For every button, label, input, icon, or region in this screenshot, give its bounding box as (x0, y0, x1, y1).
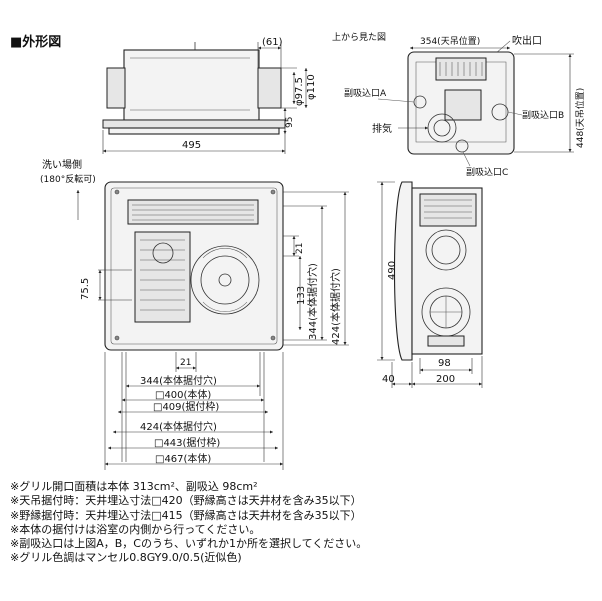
dim-21b: 21 (180, 358, 191, 368)
side-view: 490 98 40 200 (377, 181, 483, 388)
dim-424h: 424(本体据付穴) (140, 420, 217, 433)
bottom-view: 洗い場側 (180°反転可) 75.5 21 133 344(本体据付穴) 42… (40, 158, 349, 470)
label-354: 354(天吊位置) (420, 35, 480, 47)
label-outlet: 吹出口 (512, 34, 542, 47)
dim-400: □400(本体) (155, 388, 211, 401)
dim-467: □467(本体) (155, 452, 211, 465)
top-view: 上から見た図 354(天吊位置) 吹出口 副吸込口A 排気 副吸込口B 副吸込口… (332, 32, 586, 178)
label-sub-b: 副吸込口B (522, 110, 564, 121)
dim-344v: 344(本体据付穴) (306, 263, 319, 340)
label-wash-side: 洗い場側 (42, 158, 82, 171)
dim-200: 200 (436, 374, 455, 385)
dim-75: 75.5 (80, 278, 91, 300)
label-top-view: 上から見た図 (332, 32, 386, 43)
dim-98: 98 (438, 358, 451, 369)
note-6: ※グリル色調はマンセル0.8GY9.0/0.5(近似色) (10, 551, 242, 565)
note-5: ※副吸込口は上図A，B，Cのうち、いずれか1か所を選択してください。 (10, 537, 368, 551)
dim-phi110: φ110 (306, 74, 317, 100)
section-title: ■外形図 (10, 34, 61, 50)
dim-424v: 424(本体据付穴) (329, 268, 342, 345)
dim-133: 133 (296, 286, 307, 305)
note-3: ※野縁据付時：天井埋込寸法□415（野縁高さは天井材を含み35以下） (10, 508, 362, 522)
dim-409: □409(据付枠) (153, 400, 219, 413)
label-448: 448(天吊位置) (574, 88, 586, 148)
dim-21a: 21 (295, 243, 305, 254)
front-view: (61) φ97.5 φ110 95 495 (102, 37, 317, 154)
note-4: ※本体の据付けは浴室の内側から行ってください。 (10, 522, 261, 536)
dim-phi97: φ97.5 (294, 77, 305, 106)
dim-95: 95 (285, 117, 295, 128)
notes-block: ※グリル開口面積は本体 313cm²、副吸込 98cm² ※天吊据付時：天井埋込… (10, 480, 595, 566)
dim-495: 495 (182, 140, 201, 151)
dim-40: 40 (382, 374, 395, 385)
label-sub-c: 副吸込口C (466, 167, 508, 178)
dim-490: 490 (387, 261, 398, 280)
note-2: ※天吊据付時：天井埋込寸法□420（野縁高さは天井材を含み35以下） (10, 494, 362, 508)
dim-344h: 344(本体据付穴) (140, 374, 217, 387)
dim-443: □443(据付枠) (154, 436, 220, 449)
dim-61: (61) (262, 37, 283, 48)
label-exhaust: 排気 (372, 122, 392, 135)
label-rotate: (180°反転可) (40, 174, 96, 185)
note-1: ※グリル開口面積は本体 313cm²、副吸込 98cm² (10, 480, 258, 493)
label-sub-a: 副吸込口A (344, 88, 387, 99)
